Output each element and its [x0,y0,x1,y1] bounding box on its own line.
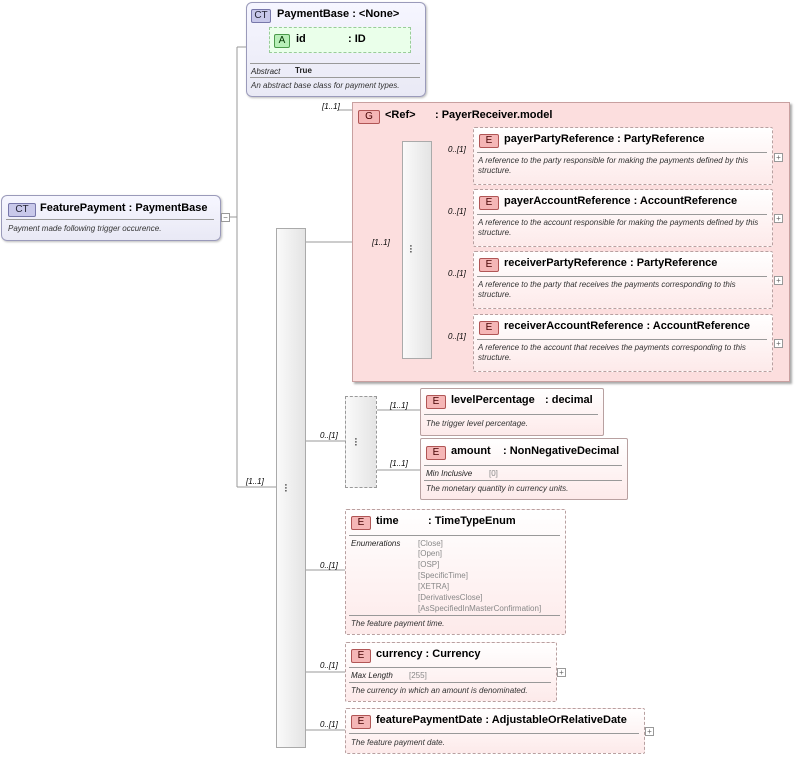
element-doc: A reference to the party responsible for… [478,156,749,175]
element-name: receiverPartyReference : PartyReference [504,257,718,269]
element-receiver-account-reference[interactable]: E receiverAccountReference : AccountRefe… [473,314,773,372]
element-type: : TimeTypeEnum [428,515,516,527]
element-name: featurePaymentDate : AdjustableOrRelativ… [376,714,627,726]
element-icon: E [351,649,371,663]
facet-label: Max Length [351,671,393,680]
group-seq-cardinality: [1..1] [372,238,390,247]
root-complex-type[interactable]: CT FeaturePayment : PaymentBase Payment … [1,195,221,241]
expand-toggle[interactable]: + [774,339,783,348]
element-doc: A reference to the account responsible f… [478,218,759,237]
element-doc: A reference to the party that receives t… [478,280,736,299]
root-doc: Payment made following trigger occurence… [8,224,162,233]
group-ref: <Ref> [385,109,416,121]
element-name: payerPartyReference : PartyReference [504,133,705,145]
attribute-icon: A [274,34,290,48]
element-icon: E [479,134,499,148]
facet-label: Min Inclusive [426,469,473,478]
element-payer-account-reference[interactable]: E payerAccountReference : AccountReferen… [473,189,773,247]
element-level-percentage[interactable]: E levelPercentage : decimal The trigger … [420,388,604,436]
element-name: amount [451,445,491,457]
element-name: receiverAccountReference : AccountRefere… [504,320,750,332]
choice-compositor[interactable]: ⁝ [345,396,377,488]
enum-value: [AsSpecifiedInMasterConfirmation] [418,604,542,613]
fpdate-cardinality: 0..[1] [320,720,338,729]
group-icon: G [358,110,380,124]
choice-icon: ⁝ [354,435,358,449]
element-receiver-party-reference[interactable]: E receiverPartyReference : PartyReferenc… [473,251,773,309]
enum-value: [Open] [418,549,443,558]
abstract-label: Abstract [251,67,281,76]
enum-value: [DerivativesClose] [418,593,483,602]
expand-toggle[interactable]: + [774,153,783,162]
choice-cardinality: 0..[1] [320,431,338,440]
abstract-value: True [295,66,312,75]
root-title: FeaturePayment : PaymentBase [40,202,208,214]
facet-value: [0] [489,469,498,478]
element-name: payerAccountReference : AccountReference [504,195,738,207]
attribute-id[interactable]: A id : ID [269,27,411,53]
element-time[interactable]: E time : TimeTypeEnum Enumerations [Clos… [345,509,566,635]
gel-card-1: 0..[1] [448,207,466,216]
element-payer-party-reference[interactable]: E payerPartyReference : PartyReference A… [473,127,773,185]
expand-toggle[interactable]: + [774,214,783,223]
element-icon: E [426,395,446,409]
element-feature-payment-date[interactable]: E featurePaymentDate : AdjustableOrRelat… [345,708,645,754]
element-name: levelPercentage [451,394,535,406]
collapse-toggle[interactable]: − [221,213,230,222]
base-complex-type[interactable]: CT PaymentBase : <None> A id : ID Abstra… [246,2,426,97]
element-doc: A reference to the account that receives… [478,343,746,362]
element-currency[interactable]: E currency : Currency Max Length [255] T… [345,642,557,702]
element-doc: The currency in which an amount is denom… [351,686,528,695]
enum-value: [SpecificTime] [418,571,468,580]
element-icon: E [479,321,499,335]
element-amount[interactable]: E amount : NonNegativeDecimal Min Inclus… [420,438,628,500]
complex-type-icon: CT [251,9,271,23]
element-icon: E [351,516,371,530]
attribute-name: id [296,33,306,45]
element-doc: The feature payment time. [351,619,445,628]
main-sequence[interactable]: ⁝ [276,228,306,748]
sequence-icon: ⁝ [284,481,288,495]
group-cardinality: [1..1] [322,102,340,111]
gel-card-3: 0..[1] [448,332,466,341]
expand-toggle[interactable]: + [774,276,783,285]
attribute-type: : ID [348,33,366,45]
enumerations-label: Enumerations [351,539,401,548]
facet-value: [255] [409,671,427,680]
group-sequence[interactable]: ⁝ [402,141,432,359]
time-cardinality: 0..[1] [320,561,338,570]
element-icon: E [426,446,446,460]
element-doc: The monetary quantity in currency units. [426,484,569,493]
gel-card-2: 0..[1] [448,269,466,278]
enum-value: [Close] [418,539,443,548]
enum-value: [XETRA] [418,582,450,591]
sequence-icon: ⁝ [409,242,413,256]
currency-cardinality: 0..[1] [320,661,338,670]
element-icon: E [479,258,499,272]
base-doc: An abstract base class for payment types… [251,81,400,90]
element-type: : decimal [545,394,593,406]
expand-toggle[interactable]: + [645,727,654,736]
enum-value: [OSP] [418,560,440,569]
expand-toggle[interactable]: + [557,668,566,677]
gel-card-0: 0..[1] [448,145,466,154]
element-doc: The trigger level percentage. [426,419,528,428]
base-title: PaymentBase : <None> [277,8,400,20]
element-type: : NonNegativeDecimal [503,445,620,457]
group-name: : PayerReceiver.model [435,109,553,121]
element-doc: The feature payment date. [351,738,445,747]
amount-cardinality: [1..1] [390,459,408,468]
level-cardinality: [1..1] [390,401,408,410]
complex-type-icon: CT [8,203,36,217]
element-icon: E [351,715,371,729]
main-seq-cardinality: [1..1] [246,477,264,486]
element-icon: E [479,196,499,210]
element-name: currency : Currency [376,648,481,660]
element-name: time [376,515,399,527]
